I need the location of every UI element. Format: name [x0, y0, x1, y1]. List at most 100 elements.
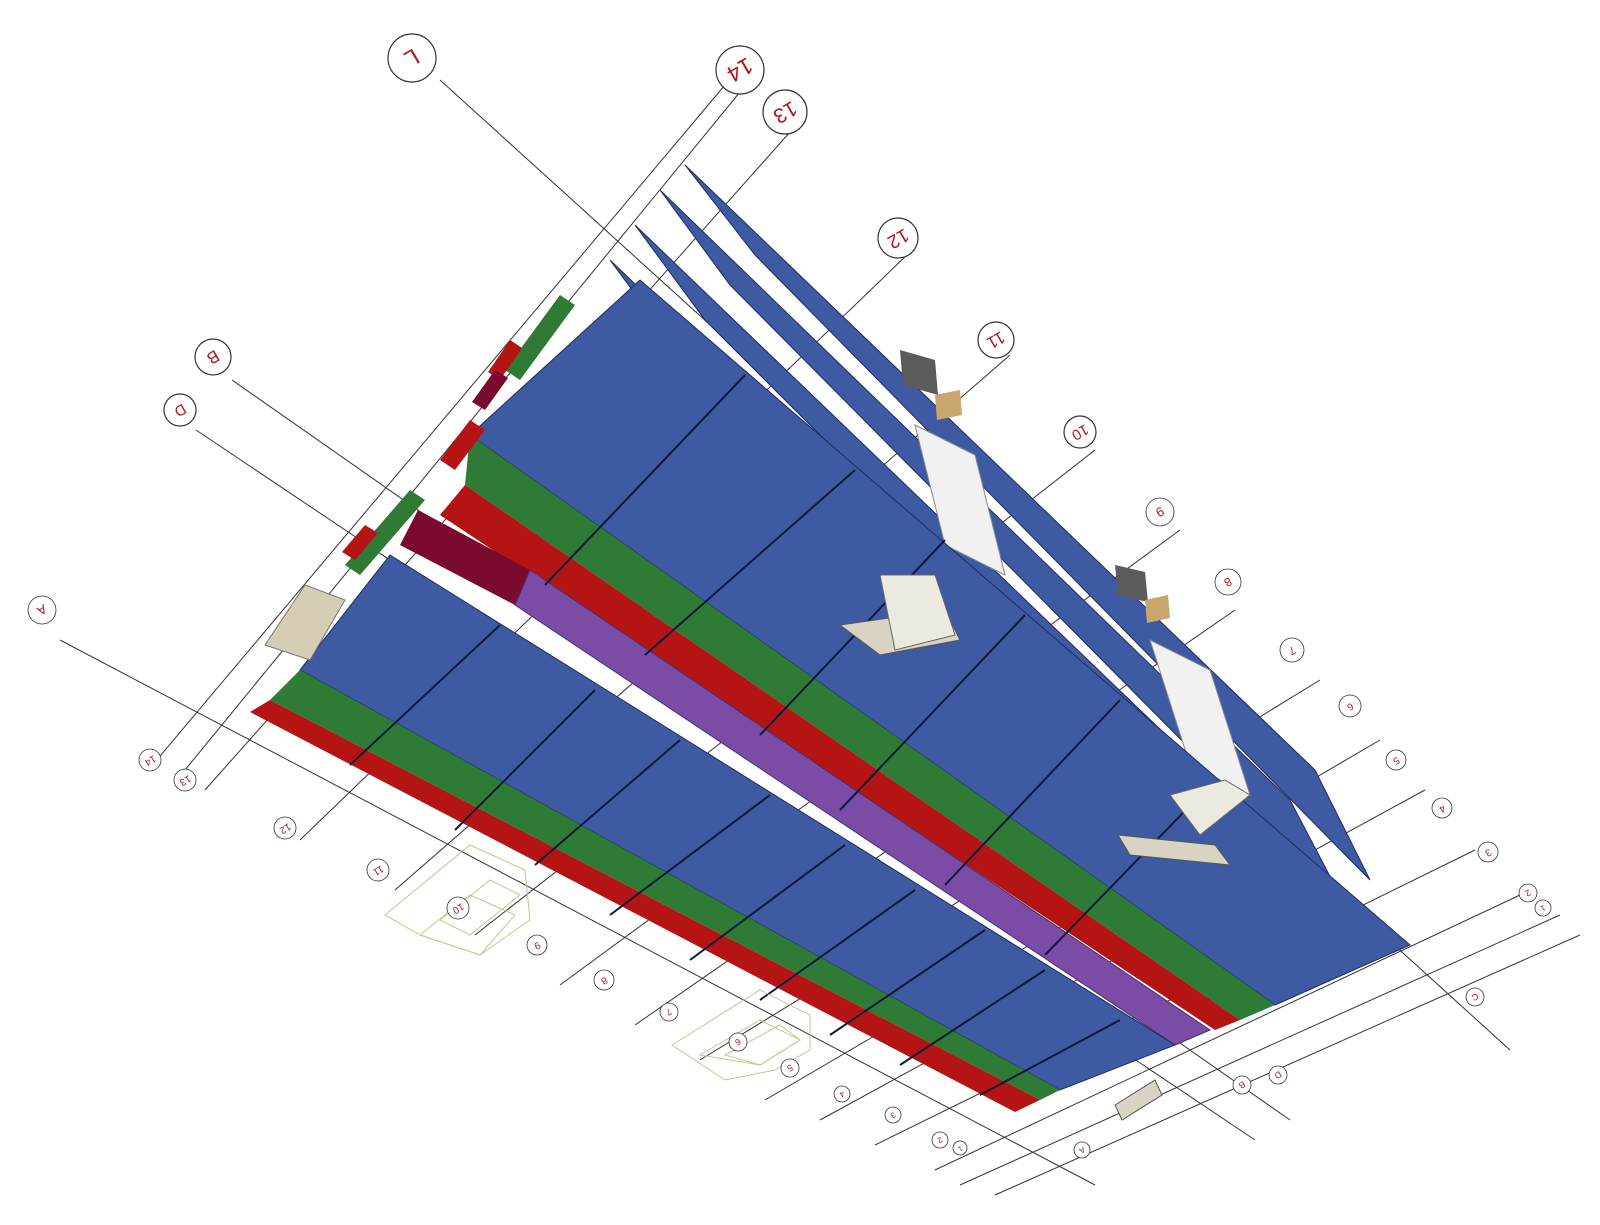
slab-seam [899, 969, 1046, 1066]
grid-bubble-circle [1431, 797, 1453, 819]
grid-bubble-circle [1145, 497, 1175, 527]
grid-bubble-label: 6 [733, 1036, 742, 1047]
slab-seam [534, 739, 681, 866]
grid-bubble-2: 2 [1518, 883, 1538, 903]
grid-bubble-14: 14 [715, 45, 765, 95]
floor-edge-strips [342, 295, 575, 575]
grid-bubble-circle [715, 45, 765, 95]
grid-bubble-13: 13 [762, 89, 808, 135]
grid-bubble-small-14: 14 [138, 748, 162, 772]
grid-bubble-label: 1 [956, 1144, 963, 1152]
slab-seam [544, 374, 746, 586]
slab-seam [759, 539, 946, 736]
grid-bubble-circle [952, 1140, 968, 1156]
grid-bubble-small-8: 8 [593, 969, 615, 991]
grid-bubble-label: 7 [664, 1006, 673, 1017]
slab-seam [349, 624, 501, 766]
grid-bubble-circle [877, 217, 919, 259]
grid-bubble-8: 8 [1214, 568, 1242, 596]
grid-bubble-circle [273, 816, 297, 840]
stair-flights [838, 574, 1251, 1121]
grid-bubble-circle [1214, 568, 1242, 596]
stair-landing [1169, 779, 1251, 836]
grid-bubble-circle [138, 748, 162, 772]
slab-seam [829, 929, 986, 1036]
grid-bubble-label: 1 [1538, 903, 1547, 913]
grid-bubble-12: 12 [877, 217, 919, 259]
grid-bubble-10: 10 [1063, 415, 1097, 449]
grid-bubble-circle [446, 896, 470, 920]
grid-bubble-small-d: D [1268, 1065, 1288, 1085]
grid-bubble-circle [593, 969, 615, 991]
grid-bubble-circle [1279, 637, 1305, 663]
grid-bubble-circle [1073, 1141, 1091, 1159]
grid-bubble-circle [762, 89, 808, 135]
grid-bubble-small-b: B [1232, 1075, 1252, 1095]
grid-bubble-small-4: 4 [833, 1085, 851, 1103]
grid-bubble-label: 5 [785, 1062, 794, 1073]
grid-bubble-circle [1477, 841, 1499, 863]
grid-bubble-label: 12 [277, 820, 293, 835]
grid-bubble-small-13: 13 [173, 768, 197, 792]
grid-bubble-circle [728, 1032, 748, 1052]
stair-core-upper [900, 350, 1251, 796]
grid-bubble-circle [659, 1002, 679, 1022]
grid-bubble-circle [1232, 1075, 1252, 1095]
slab-seam [1044, 784, 1211, 956]
grid-bubble-circle [1338, 694, 1362, 718]
grid-bubble-label: 8 [598, 974, 609, 987]
grid-bubble-small-10: 10 [446, 896, 470, 920]
grid-bubble-circle [1465, 987, 1485, 1007]
grid-bubble-circle [1534, 899, 1552, 917]
grid-bubble-circle [780, 1058, 800, 1078]
grid-bubble-label: B [1237, 1079, 1247, 1091]
grid-bubble-small-12: 12 [273, 816, 297, 840]
grid-bubble-circle [163, 393, 197, 427]
grid-bubble-1: 1 [1534, 899, 1552, 917]
grid-bubble-circle [526, 934, 548, 956]
grid-bubble-label: C [1469, 991, 1480, 1003]
grid-bubble-label: 4 [1436, 802, 1447, 815]
grid-bubble-11: 11 [977, 321, 1015, 359]
grid-bubble-c: C [1465, 987, 1485, 1007]
slab-seam [644, 469, 856, 656]
grid-bubble-5: 5 [1385, 749, 1407, 771]
grid-bubble-circle [173, 768, 197, 792]
grid-bubble-small-2: 2 [931, 1131, 949, 1149]
grid-bubble-small-1: 1 [952, 1140, 968, 1156]
stair-flight [1117, 834, 1232, 866]
grid-bubble-label: 7 [1286, 643, 1297, 656]
slab-seam [759, 889, 916, 1001]
grid-bubble-circle [1268, 1065, 1288, 1085]
grid-bubble-4: 4 [1431, 797, 1453, 819]
grid-bubble-b: B [194, 338, 232, 376]
grid-bubble-label: 2 [1523, 887, 1532, 898]
grid-bubble-circle [884, 1106, 902, 1124]
grid-bubble-label: 14 [142, 752, 158, 767]
grid-bubble-circle [931, 1131, 949, 1149]
grid-bubble-label: 10 [450, 900, 466, 915]
retaining-wall [264, 584, 346, 661]
slab-seams [349, 374, 1211, 1096]
grid-bubble-a: A [27, 595, 57, 625]
grid-bubble-circle [1518, 883, 1538, 903]
grid-bubble-label: 4 [837, 1089, 846, 1099]
grid-bubble-small-5: 5 [780, 1058, 800, 1078]
grid-bubble-circle [27, 595, 57, 625]
slab-seam [454, 689, 596, 831]
slab-seam [839, 614, 1026, 811]
grid-bubble-circle [366, 858, 390, 882]
grid-bubble-label: 6 [1344, 700, 1355, 713]
grid-bubble-circle [1385, 749, 1407, 771]
grid-bubble-small-11: 11 [366, 858, 390, 882]
grid-bubble-small-a: A [1073, 1141, 1091, 1159]
grid-bubble-circle [833, 1085, 851, 1103]
slab-seam [609, 794, 771, 916]
grid-bubble-small-9: 9 [526, 934, 548, 956]
grid-bubble-circle [194, 338, 232, 376]
grid-bubble-circle [977, 321, 1015, 359]
grid-bubble-small-3: 3 [884, 1106, 902, 1124]
grid-bubble-9: 9 [1145, 497, 1175, 527]
grid-bubble-label: D [1272, 1069, 1283, 1081]
stair-flight [1114, 1079, 1163, 1121]
